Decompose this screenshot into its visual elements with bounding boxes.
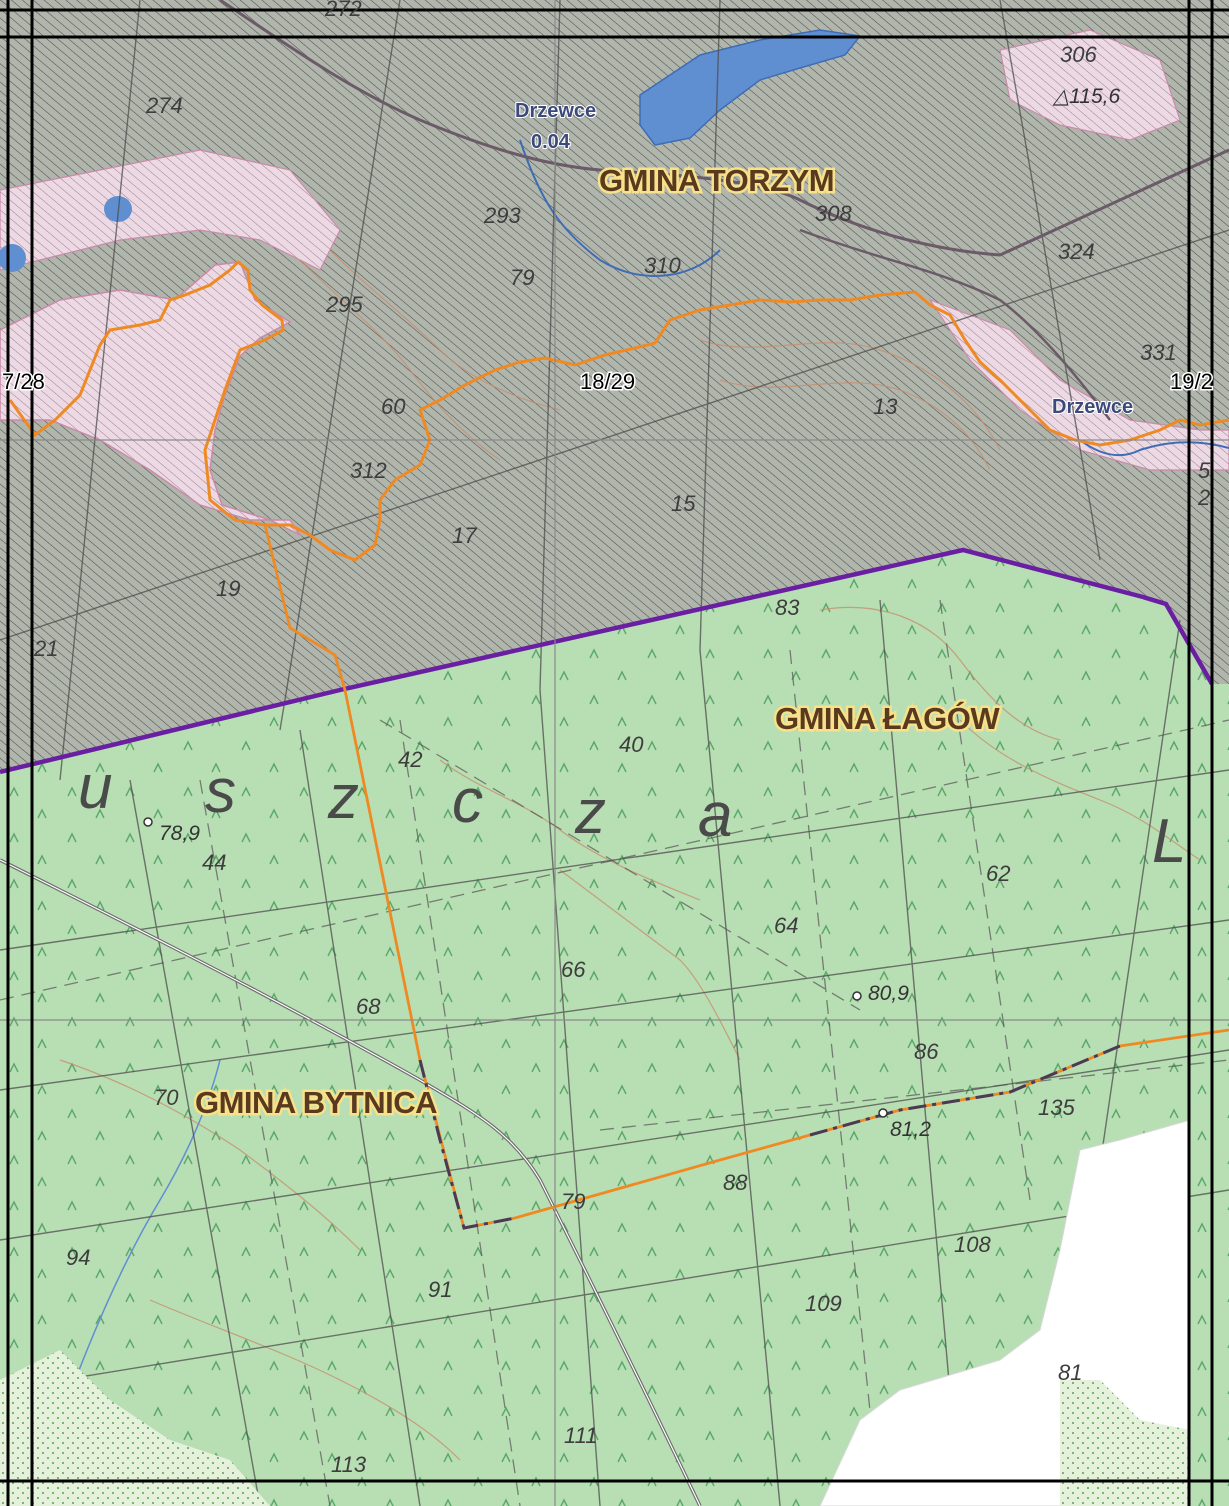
compartment-272: 272 bbox=[324, 0, 362, 21]
pink-open-area-east bbox=[928, 298, 1229, 471]
road-north-2 bbox=[799, 228, 1111, 421]
dashed-rides bbox=[0, 599, 1229, 1506]
spot-height-81-2: 81,2 bbox=[890, 1118, 931, 1141]
compartment-13: 13 bbox=[873, 394, 898, 419]
sheet-number-right: 19/2 bbox=[1170, 369, 1213, 394]
forest-letter-s: s bbox=[205, 757, 236, 826]
compartment-5: 5 bbox=[1198, 458, 1211, 483]
compartment-44: 44 bbox=[202, 850, 226, 875]
compartment-15: 15 bbox=[671, 491, 696, 516]
compartment-62: 62 bbox=[986, 861, 1010, 886]
compartment-113: 113 bbox=[331, 1452, 367, 1477]
contour-lines bbox=[59, 249, 1201, 1461]
compartment-109: 109 bbox=[805, 1291, 842, 1316]
label-gmina-bytnica: GMINA BYTNICA bbox=[195, 1085, 437, 1120]
stream-2 bbox=[1079, 439, 1229, 457]
open-field-southeast bbox=[1060, 1380, 1190, 1506]
road-diagonal-inner bbox=[0, 859, 701, 1506]
compartment-88: 88 bbox=[723, 1170, 748, 1195]
label-gmina-torzym: GMINA TORZYM bbox=[599, 163, 834, 198]
forest-letter-z2: z bbox=[574, 778, 606, 847]
boundary-lagow bbox=[0, 547, 1214, 775]
spot-height-80-9: 80,9 bbox=[868, 982, 909, 1005]
compartment-94: 94 bbox=[66, 1245, 90, 1270]
compartment-293: 293 bbox=[483, 203, 521, 228]
boundary-orange-north bbox=[8, 259, 1229, 562]
compartment-42: 42 bbox=[398, 747, 422, 772]
compartment-79-south: 79 bbox=[561, 1189, 585, 1214]
triangulation-point-label: △115,6 bbox=[1052, 85, 1120, 108]
compartment-70: 70 bbox=[154, 1085, 179, 1110]
label-gmina-lagow: GMINA ŁAGÓW bbox=[775, 700, 1000, 736]
compartment-40: 40 bbox=[619, 732, 644, 757]
compartment-135: 135 bbox=[1038, 1095, 1075, 1120]
compartment-83: 83 bbox=[775, 595, 800, 620]
forest-letter-a: a bbox=[698, 781, 732, 850]
compartment-111: 111 bbox=[564, 1423, 597, 1448]
compartment-312: 312 bbox=[350, 458, 387, 483]
compartment-91: 91 bbox=[428, 1277, 452, 1302]
compartment-86: 86 bbox=[914, 1039, 939, 1064]
compartment-331: 331 bbox=[1140, 340, 1177, 365]
lake-drzewce bbox=[639, 29, 862, 146]
compartment-274: 274 bbox=[145, 93, 183, 118]
compartment-308: 308 bbox=[815, 201, 852, 226]
compartment-19: 19 bbox=[216, 576, 240, 601]
compartment-21: 21 bbox=[33, 636, 58, 661]
compartment-66: 66 bbox=[561, 957, 586, 982]
spot-height-78-9: 78,9 bbox=[159, 822, 200, 845]
compartment-79-north: 79 bbox=[510, 265, 534, 290]
sheet-number-middle: 18/29 bbox=[580, 369, 635, 394]
spot-height-marker-1 bbox=[143, 817, 153, 827]
boundary-orange-west-dashed bbox=[418, 1044, 1121, 1230]
pink-open-area-west bbox=[0, 261, 303, 537]
forest-letter-c: c bbox=[452, 767, 483, 836]
place-drzewce-north: Drzewce bbox=[515, 100, 596, 122]
compartment-2: 2 bbox=[1197, 485, 1210, 510]
compartment-306: 306 bbox=[1060, 42, 1097, 67]
pond-edge bbox=[0, 244, 26, 272]
compartment-108: 108 bbox=[954, 1232, 991, 1257]
compartment-295: 295 bbox=[325, 292, 363, 317]
road-north bbox=[219, 0, 1229, 257]
stream-1 bbox=[519, 139, 721, 277]
compartment-17: 17 bbox=[452, 523, 477, 548]
place-drzewce-east: Drzewce bbox=[1052, 396, 1133, 418]
forest-letter-z1: z bbox=[327, 763, 359, 832]
compartment-81: 81 bbox=[1058, 1360, 1082, 1385]
open-field-southwest bbox=[0, 1350, 270, 1506]
forest-letter-L: L bbox=[1152, 807, 1186, 876]
compartment-64: 64 bbox=[774, 913, 798, 938]
compartment-68: 68 bbox=[356, 994, 381, 1019]
spot-height-marker-2 bbox=[852, 991, 862, 1001]
place-drzewce-code: 0.04 bbox=[531, 131, 571, 153]
boundary-orange-west bbox=[263, 524, 1229, 1230]
compartment-310: 310 bbox=[644, 253, 681, 278]
forest-letter-u: u bbox=[78, 753, 112, 822]
sheet-number-left: 7/28 bbox=[2, 369, 45, 394]
spot-height-marker-3 bbox=[878, 1108, 888, 1118]
compartment-324: 324 bbox=[1058, 239, 1095, 264]
compartment-60: 60 bbox=[381, 394, 406, 419]
